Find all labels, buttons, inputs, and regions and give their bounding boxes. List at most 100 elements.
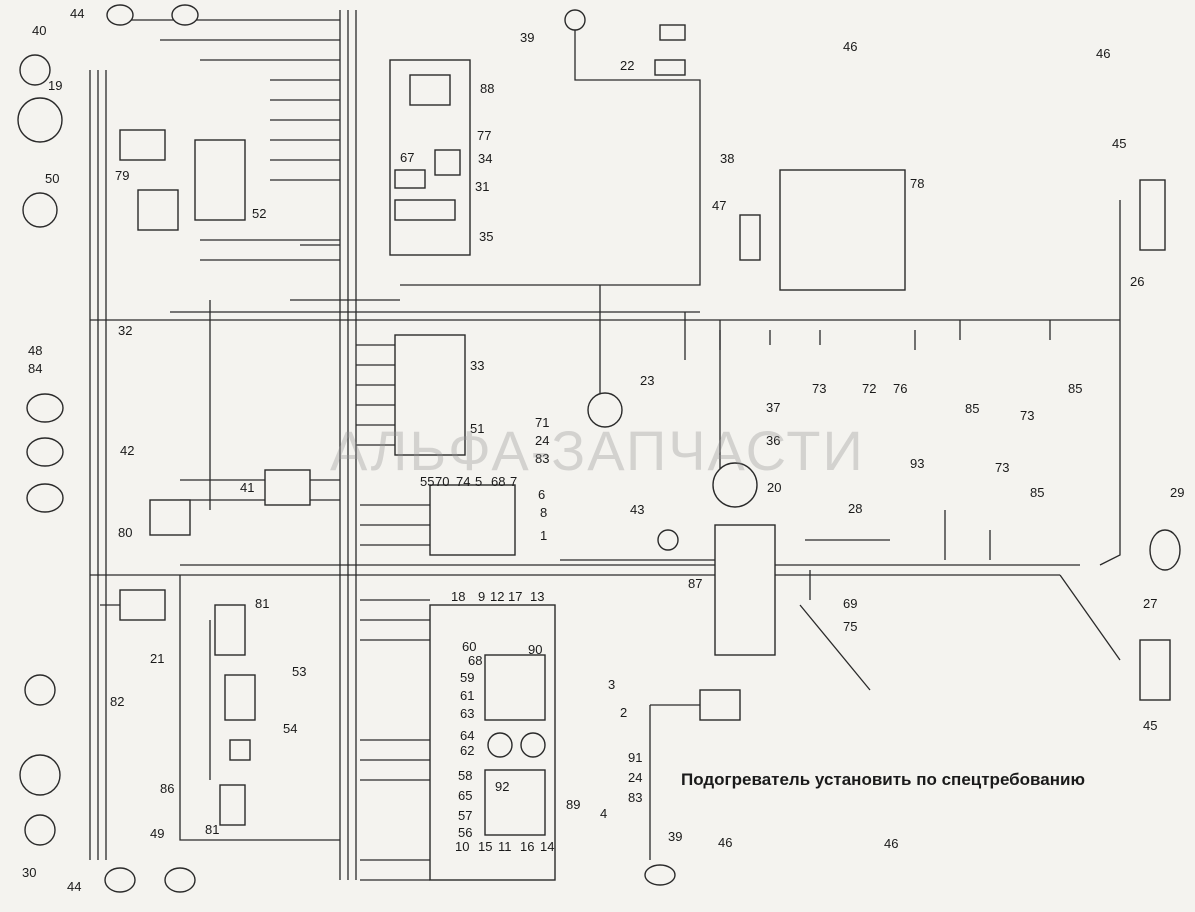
callout-label: 48 bbox=[28, 343, 42, 358]
callout-label: 41 bbox=[240, 480, 254, 495]
callout-label: 46 bbox=[884, 836, 898, 851]
sensor-80 bbox=[149, 499, 191, 536]
callout-label: 37 bbox=[766, 400, 780, 415]
callout-label: 93 bbox=[910, 456, 924, 471]
wire-run bbox=[179, 575, 340, 841]
callout-label: 89 bbox=[566, 797, 580, 812]
relay-block-52 bbox=[194, 139, 246, 221]
battery-78 bbox=[779, 169, 906, 291]
wire-run bbox=[799, 604, 871, 691]
callout-label: 49 bbox=[150, 826, 164, 841]
callout-label: 81 bbox=[205, 822, 219, 837]
headlamp-40 bbox=[19, 54, 51, 86]
gauge-92b bbox=[520, 732, 546, 758]
rear-lamp-26 bbox=[1139, 179, 1166, 251]
callout-label: 22 bbox=[620, 58, 634, 73]
callout-label: 71 bbox=[535, 415, 549, 430]
callout-label: 68 bbox=[491, 474, 505, 489]
callout-label: 81 bbox=[255, 596, 269, 611]
heater-87 bbox=[714, 524, 776, 656]
callout-label: 69 bbox=[843, 596, 857, 611]
callout-label: 24 bbox=[628, 770, 642, 785]
headlamp-left-low bbox=[24, 674, 56, 706]
watermark: АЛЬФА-ЗАПЧАСТИ bbox=[330, 419, 865, 482]
callout-label: 44 bbox=[67, 879, 81, 894]
callout-label: 36 bbox=[766, 433, 780, 448]
callout-label: 29 bbox=[1170, 485, 1184, 500]
component-31 bbox=[394, 169, 426, 189]
callout-label: 73 bbox=[1020, 408, 1034, 423]
horn-44 bbox=[106, 4, 134, 26]
callout-label: 42 bbox=[120, 443, 134, 458]
callout-label: 88 bbox=[480, 81, 494, 96]
callout-label: 61 bbox=[460, 688, 474, 703]
callout-label: 38 bbox=[720, 151, 734, 166]
callout-label: 63 bbox=[460, 706, 474, 721]
fuse-box-33 bbox=[394, 334, 466, 456]
relay-21 bbox=[119, 589, 166, 621]
callout-label: 11 bbox=[498, 839, 512, 854]
callout-label: 79 bbox=[115, 168, 129, 183]
switch-54 bbox=[229, 739, 251, 761]
callout-label: 17 bbox=[508, 589, 522, 604]
gauge-92a bbox=[487, 732, 513, 758]
connector-top bbox=[659, 24, 686, 41]
callout-label: 19 bbox=[48, 78, 62, 93]
callout-label: 45 bbox=[1143, 718, 1157, 733]
callout-label: 58 bbox=[458, 768, 472, 783]
callout-label: 85 bbox=[965, 401, 979, 416]
components bbox=[17, 4, 1181, 893]
callout-label: 76 bbox=[893, 381, 907, 396]
callout-label: 9 bbox=[478, 589, 485, 604]
callout-label: 59 bbox=[460, 670, 474, 685]
callout-label: 16 bbox=[520, 839, 534, 854]
wire-run bbox=[1059, 574, 1121, 661]
callout-label: 56 bbox=[458, 825, 472, 840]
callout-label: 39 bbox=[668, 829, 682, 844]
horn-39 bbox=[564, 9, 586, 31]
callout-label: 73 bbox=[995, 460, 1009, 475]
component-34 bbox=[434, 149, 461, 176]
callout-label: 74 bbox=[456, 474, 470, 489]
heater-module-88 bbox=[409, 74, 451, 106]
callout-label: 90 bbox=[528, 642, 542, 657]
callout-label: 64 bbox=[460, 728, 474, 743]
callout-label: 26 bbox=[1130, 274, 1144, 289]
wires bbox=[89, 10, 1121, 881]
callout-label: 53 bbox=[292, 664, 306, 679]
callout-label: 50 bbox=[45, 171, 59, 186]
callout-label: 85 bbox=[1030, 485, 1044, 500]
lamp-unit-2 bbox=[26, 437, 64, 467]
callout-label: 70 bbox=[435, 474, 449, 489]
horn-top bbox=[171, 4, 199, 26]
callout-label: 18 bbox=[451, 589, 465, 604]
horn-44b bbox=[104, 867, 136, 893]
callout-label: 75 bbox=[843, 619, 857, 634]
callout-label: 32 bbox=[118, 323, 132, 338]
lamp-20 bbox=[712, 462, 758, 508]
component-35 bbox=[394, 199, 456, 221]
callout-label: 34 bbox=[478, 151, 492, 166]
callout-label: 40 bbox=[32, 23, 46, 38]
callout-label: 51 bbox=[470, 421, 484, 436]
callout-label: 54 bbox=[283, 721, 297, 736]
callout-label: 3 bbox=[608, 677, 615, 692]
fog-lamp-50 bbox=[22, 192, 58, 228]
gauge-panel-71 bbox=[429, 484, 516, 556]
callout-label: 39 bbox=[520, 30, 534, 45]
rear-lamp-27 bbox=[1139, 639, 1171, 701]
headlamp-left-main bbox=[19, 754, 61, 796]
callout-label: 83 bbox=[628, 790, 642, 805]
callout-label: 24 bbox=[535, 433, 549, 448]
switch-53 bbox=[224, 674, 256, 721]
switch-81 bbox=[214, 604, 246, 656]
callout-label: 46 bbox=[718, 835, 732, 850]
callout-label: 2 bbox=[620, 705, 627, 720]
callout-label: 65 bbox=[458, 788, 472, 803]
callout-label: 52 bbox=[252, 206, 266, 221]
display-90 bbox=[484, 654, 546, 721]
callout-label: 77 bbox=[477, 128, 491, 143]
callout-label: 30 bbox=[22, 865, 36, 880]
